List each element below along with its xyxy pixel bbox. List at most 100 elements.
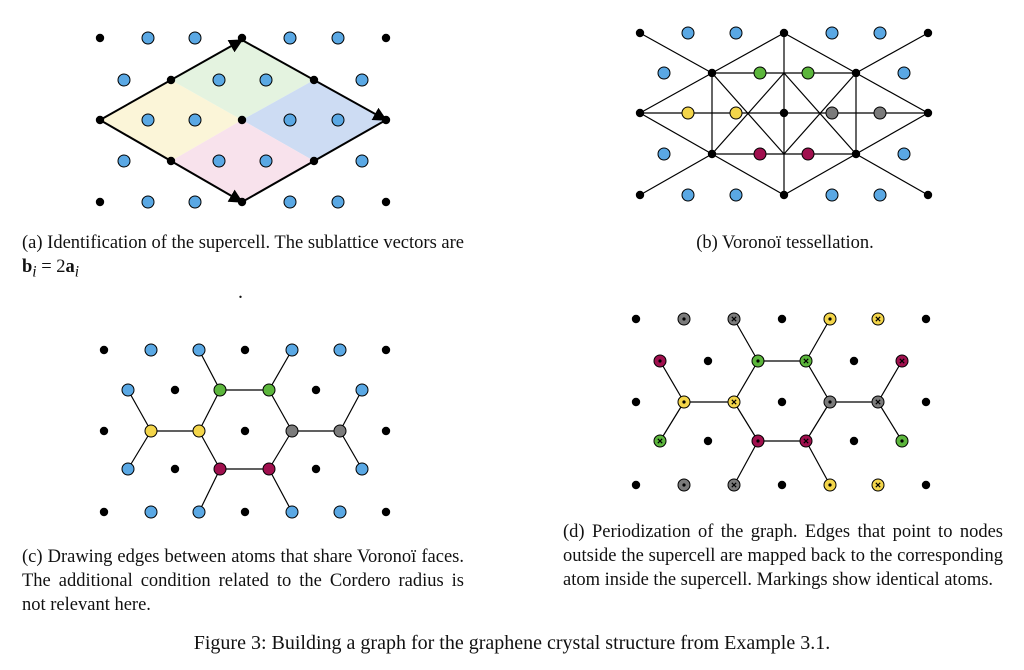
black-atom — [95, 197, 105, 207]
periodic-edge — [805, 440, 831, 486]
periodic-edge — [733, 360, 759, 403]
black-atom — [921, 480, 931, 490]
identity-dot-mark — [658, 359, 662, 363]
blue-atom — [144, 505, 158, 519]
identity-dot-mark — [828, 400, 832, 404]
vector-b2-arrow — [99, 119, 244, 203]
periodic-edge — [733, 401, 759, 442]
blue-atom — [331, 31, 345, 45]
blue-atom — [141, 113, 155, 127]
black-atom — [237, 115, 247, 125]
black-atom — [311, 464, 321, 474]
caption-c: (c) Drawing edges between atoms that sha… — [22, 547, 464, 615]
bond-edge — [339, 430, 363, 470]
identity-x-mark — [803, 358, 809, 364]
black-atom — [923, 28, 933, 38]
black-atom — [381, 197, 391, 207]
blue-atom — [259, 73, 273, 87]
supercell-edge — [241, 119, 387, 203]
blue-atom — [729, 26, 743, 40]
periodic-edge — [805, 318, 831, 362]
panel-d-periodization — [631, 312, 931, 492]
black-atom — [921, 314, 931, 324]
black-atom — [381, 426, 391, 436]
voronoi-edge — [855, 72, 929, 114]
blue-atom — [331, 195, 345, 209]
bonded-atom — [333, 424, 347, 438]
periodic-edge — [877, 360, 903, 403]
identity-dot-mark — [682, 317, 686, 321]
blue-atom — [897, 147, 911, 161]
blue-atom — [121, 462, 135, 476]
voronoi-edge — [783, 32, 857, 74]
periodic-edge — [805, 360, 831, 403]
voronoi-edge — [639, 32, 713, 74]
blue-atom — [283, 31, 297, 45]
blue-atom — [333, 343, 347, 357]
bond-edge — [198, 349, 221, 391]
black-atom — [849, 436, 859, 446]
blue-atom — [873, 26, 887, 40]
black-atom — [631, 480, 641, 490]
caption-d: (d) Periodization of the graph. Edges th… — [563, 522, 1003, 590]
voronoi-edge — [855, 153, 929, 196]
panel-c-edges — [99, 343, 391, 519]
blue-atom — [117, 154, 131, 168]
blue-atom — [192, 505, 206, 519]
voronoi-edge — [639, 112, 713, 155]
blue-atom — [259, 154, 273, 168]
figure-caption: Figure 3: Building a graph for the graph… — [193, 632, 831, 654]
black-atom — [851, 149, 861, 159]
bond-edge — [198, 389, 221, 432]
blue-atom — [285, 343, 299, 357]
blue-atom — [355, 462, 369, 476]
black-atom — [381, 507, 391, 517]
caption-a: (a) Identification of the supercell. The… — [22, 231, 464, 285]
black-atom — [99, 345, 109, 355]
caption-a-text: (a) Identification of the supercell. The… — [22, 233, 464, 253]
black-atom — [170, 385, 180, 395]
caption-a-equation: bi = 2ai — [22, 257, 80, 281]
bond-edge — [268, 349, 293, 391]
blue-atom — [144, 343, 158, 357]
black-atom — [635, 108, 645, 118]
caption-b: (b) Voronoï tessellation. — [696, 233, 874, 253]
blue-atom — [188, 113, 202, 127]
black-atom — [95, 33, 105, 43]
periodic-edge — [733, 318, 759, 362]
caption-a-period: . — [238, 281, 243, 303]
black-atom — [631, 314, 641, 324]
bonded-atom — [262, 383, 276, 397]
identity-x-mark — [657, 438, 663, 444]
supercell-atom — [753, 147, 767, 161]
identity-x-mark — [875, 482, 881, 488]
voronoi-edge — [783, 153, 857, 196]
blue-atom — [212, 73, 226, 87]
black-atom — [631, 397, 641, 407]
bond-edge — [198, 468, 221, 513]
black-atom — [921, 397, 931, 407]
bonded-atom — [192, 424, 206, 438]
panel-a-supercell — [95, 31, 391, 209]
blue-atom — [121, 383, 135, 397]
identity-dot-mark — [682, 400, 686, 404]
bond-edge — [268, 468, 293, 513]
black-atom — [240, 345, 250, 355]
vector-b1-arrow — [99, 39, 244, 121]
supercell-atom — [801, 147, 815, 161]
supercell-atom — [753, 66, 767, 80]
supercell-atom — [729, 106, 743, 120]
supercell-atom — [825, 106, 839, 120]
bond-edge — [268, 430, 293, 470]
bonded-atom — [262, 462, 276, 476]
blue-atom — [283, 195, 297, 209]
identity-x-mark — [899, 358, 905, 364]
identity-dot-mark — [828, 317, 832, 321]
blue-atom — [141, 31, 155, 45]
blue-atom — [657, 66, 671, 80]
bond-edge — [268, 389, 293, 432]
black-atom — [777, 314, 787, 324]
black-atom — [779, 28, 789, 38]
supercell-atom — [681, 106, 695, 120]
black-atom — [635, 190, 645, 200]
